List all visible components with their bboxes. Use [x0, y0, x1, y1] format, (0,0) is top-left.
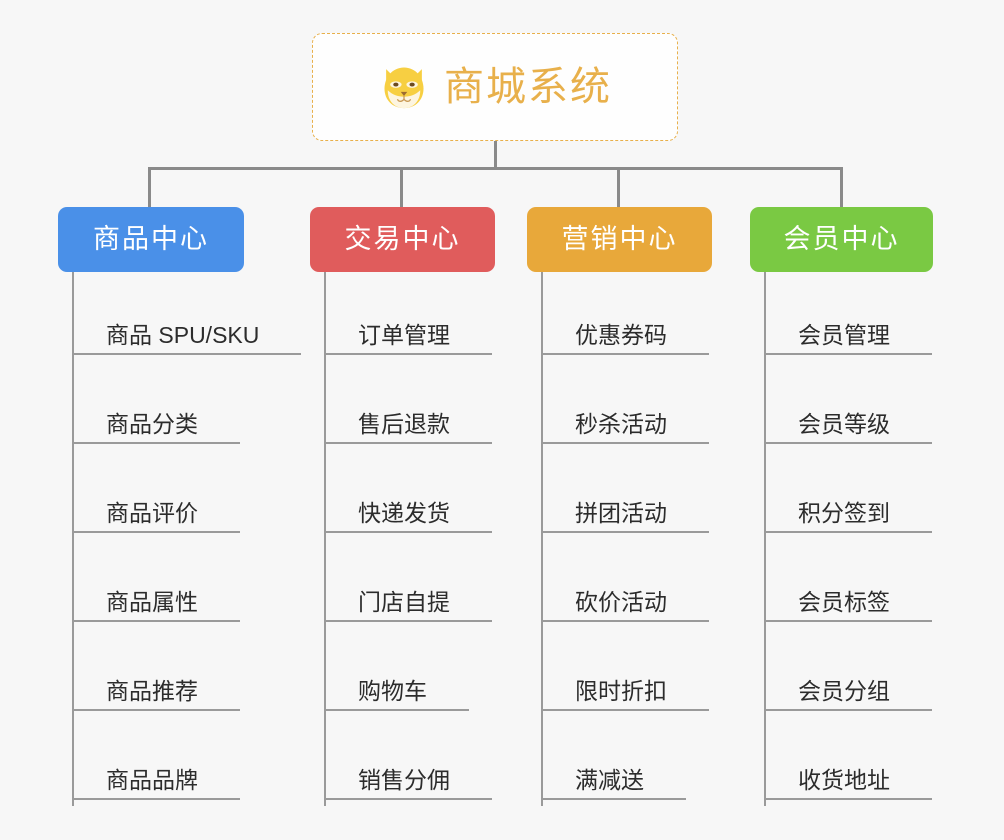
list-item[interactable]: 商品 SPU/SKU — [74, 272, 302, 361]
list-item[interactable]: 购物车 — [326, 628, 520, 717]
connector-root-stem — [494, 141, 497, 170]
leaf-label: 积分签到 — [766, 500, 932, 533]
leaf-label: 商品推荐 — [74, 678, 240, 711]
list-item[interactable]: 售后退款 — [326, 361, 520, 450]
root-node[interactable]: 商城系统 — [312, 33, 678, 141]
leaf-label: 会员等级 — [766, 411, 932, 444]
root-title: 商城系统 — [444, 65, 612, 109]
list-item[interactable]: 商品属性 — [74, 539, 288, 628]
leaf-label: 商品属性 — [74, 589, 240, 622]
connector-drop-4 — [840, 167, 843, 207]
leaf-label: 砍价活动 — [543, 589, 709, 622]
branch-trade-center: 交易中心 订单管理 售后退款 快递发货 门店自提 购物车 销售分佣 — [310, 207, 520, 806]
leaf-list-member-center: 会员管理 会员等级 积分签到 会员标签 会员分组 收货地址 — [764, 272, 960, 806]
leaf-label: 商品 SPU/SKU — [74, 322, 302, 355]
list-item[interactable]: 会员标签 — [766, 539, 960, 628]
leaf-label: 满减送 — [543, 767, 686, 800]
connector-drop-3 — [617, 167, 620, 207]
list-item[interactable]: 商品评价 — [74, 450, 288, 539]
leaf-list-trade-center: 订单管理 售后退款 快递发货 门店自提 购物车 销售分佣 — [324, 272, 520, 806]
list-item[interactable]: 秒杀活动 — [543, 361, 737, 450]
list-item[interactable]: 砍价活动 — [543, 539, 737, 628]
leaf-label: 会员管理 — [766, 322, 932, 355]
shiba-dog-emoji — [384, 67, 424, 109]
connector-drop-1 — [148, 167, 151, 207]
leaf-label: 销售分佣 — [326, 767, 492, 800]
leaf-label: 售后退款 — [326, 411, 492, 444]
leaf-label: 会员分组 — [766, 678, 932, 711]
list-item[interactable]: 商品推荐 — [74, 628, 288, 717]
category-header-product-center[interactable]: 商品中心 — [58, 207, 244, 272]
category-header-marketing-center[interactable]: 营销中心 — [527, 207, 712, 272]
list-item[interactable]: 订单管理 — [326, 272, 520, 361]
leaf-label: 商品品牌 — [74, 767, 240, 800]
leaf-label: 购物车 — [326, 678, 469, 711]
leaf-label: 订单管理 — [326, 322, 492, 355]
branch-product-center: 商品中心 商品 SPU/SKU 商品分类 商品评价 商品属性 商品推荐 商品品牌 — [58, 207, 302, 806]
list-item[interactable]: 会员分组 — [766, 628, 960, 717]
list-item[interactable]: 会员管理 — [766, 272, 960, 361]
leaf-label: 优惠券码 — [543, 322, 709, 355]
leaf-label: 拼团活动 — [543, 500, 709, 533]
branch-marketing-center: 营销中心 优惠券码 秒杀活动 拼团活动 砍价活动 限时折扣 满减送 — [527, 207, 737, 806]
leaf-list-product-center: 商品 SPU/SKU 商品分类 商品评价 商品属性 商品推荐 商品品牌 — [72, 272, 302, 806]
list-item[interactable]: 商品品牌 — [74, 717, 288, 806]
list-item[interactable]: 限时折扣 — [543, 628, 737, 717]
list-item[interactable]: 销售分佣 — [326, 717, 520, 806]
leaf-label: 收货地址 — [766, 767, 932, 800]
leaf-list-marketing-center: 优惠券码 秒杀活动 拼团活动 砍价活动 限时折扣 满减送 — [541, 272, 737, 806]
list-item[interactable]: 满减送 — [543, 717, 737, 806]
list-item[interactable]: 会员等级 — [766, 361, 960, 450]
category-label: 会员中心 — [783, 224, 900, 254]
connector-horizontal-bus — [148, 167, 843, 170]
category-label: 营销中心 — [561, 224, 678, 254]
list-item[interactable]: 门店自提 — [326, 539, 520, 628]
list-item[interactable]: 拼团活动 — [543, 450, 737, 539]
connector-drop-2 — [400, 167, 403, 207]
list-item[interactable]: 积分签到 — [766, 450, 960, 539]
list-item[interactable]: 收货地址 — [766, 717, 960, 806]
category-label: 商品中心 — [93, 224, 209, 254]
leaf-label: 商品分类 — [74, 411, 240, 444]
category-header-member-center[interactable]: 会员中心 — [750, 207, 933, 272]
leaf-label: 秒杀活动 — [543, 411, 709, 444]
leaf-label: 快递发货 — [326, 500, 492, 533]
list-item[interactable]: 商品分类 — [74, 361, 288, 450]
list-item[interactable]: 快递发货 — [326, 450, 520, 539]
branch-member-center: 会员中心 会员管理 会员等级 积分签到 会员标签 会员分组 收货地址 — [750, 207, 960, 806]
category-label: 交易中心 — [344, 224, 461, 254]
leaf-label: 会员标签 — [766, 589, 932, 622]
list-item[interactable]: 优惠券码 — [543, 272, 737, 361]
category-header-trade-center[interactable]: 交易中心 — [310, 207, 495, 272]
leaf-label: 商品评价 — [74, 500, 240, 533]
leaf-label: 门店自提 — [326, 589, 492, 622]
leaf-label: 限时折扣 — [543, 678, 709, 711]
